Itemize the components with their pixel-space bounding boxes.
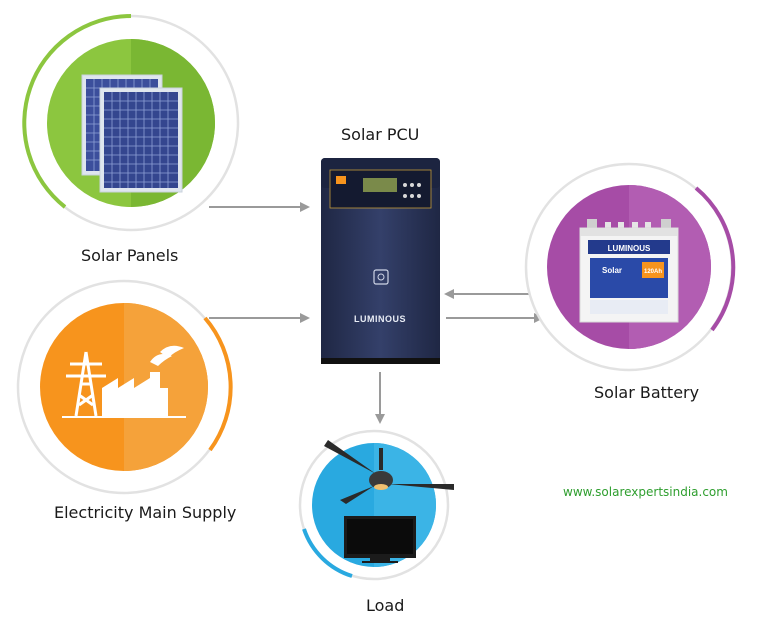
solar-pcu-cabinet: LUMINOUS [321,158,440,364]
connector-arrows [209,202,544,424]
node-solar-battery: LUMINOUS Solar 120Ah [524,162,736,372]
solar-pcu-label: Solar PCU [341,125,420,144]
power-tower-factory-icon [62,345,186,418]
battery-sub-brand-text: Solar [602,266,622,275]
solar-panels-label: Solar Panels [81,246,179,265]
solar-panel-icon [81,74,183,193]
fan-tv-icon [324,440,454,563]
battery-capacity-text: 120Ah [644,269,662,275]
battery-icon [579,219,679,323]
electricity-main-supply-label: Electricity Main Supply [54,503,237,522]
load-label: Load [366,596,405,615]
battery-brand-text: LUMINOUS [608,244,651,253]
node-electricity-main-supply [16,279,233,495]
pcu-brand-text: LUMINOUS [354,314,406,324]
node-load [298,429,454,581]
website-link[interactable]: www.solarexpertsindia.com [563,485,728,499]
solar-battery-label: Solar Battery [594,383,700,402]
node-solar-panels [22,14,240,232]
